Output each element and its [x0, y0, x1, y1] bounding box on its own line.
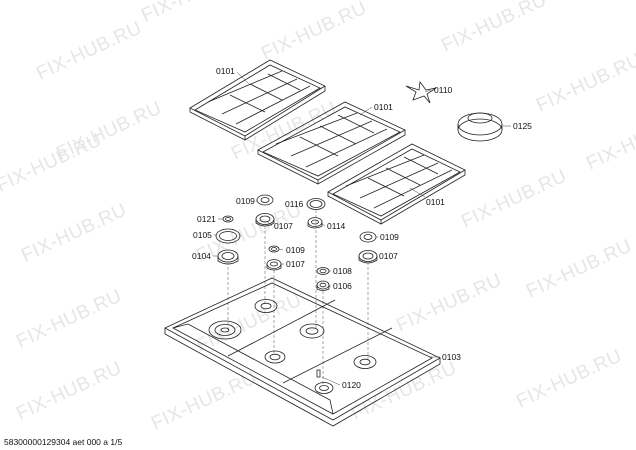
watermark: FIX-HUB.RU	[513, 345, 625, 412]
watermark: FIX-HUB.RU	[393, 269, 505, 336]
watermark: FIX-HUB.RU	[523, 235, 635, 302]
ignition-electrode-0120[interactable]	[316, 369, 321, 378]
watermark: FIX-HUB.RU	[13, 285, 125, 352]
ring-0116[interactable]	[306, 198, 326, 210]
label-cap-0109-a: 0109	[236, 196, 255, 206]
watermark: FIX-HUB.RU	[438, 0, 550, 57]
label-ignition-0120: 0120	[342, 380, 361, 390]
burner-0107-middle[interactable]	[266, 259, 282, 271]
ring-0105[interactable]	[215, 228, 241, 244]
label-hob-tray: 0103	[442, 352, 461, 362]
hob-burner-center	[299, 323, 325, 339]
watermark: FIX-HUB.RU	[138, 0, 250, 27]
hob-burner-front-left	[208, 320, 242, 340]
burner-0107-right[interactable]	[358, 250, 378, 264]
label-burner-0107-b: 0107	[379, 251, 398, 261]
watermark: FIX-HUB.RU	[148, 367, 260, 434]
hob-burner-front-middle	[264, 350, 286, 364]
label-cap-0109-c: 0109	[286, 245, 305, 255]
watermark: FIX-HUB.RU	[258, 0, 370, 65]
label-cap-0105: 0105	[193, 230, 212, 240]
watermark: FIX-HUB.RU	[193, 289, 305, 356]
label-cap-0108: 0108	[333, 266, 352, 276]
label-wok-ring: 0125	[513, 121, 532, 131]
pan-support-right[interactable]	[327, 143, 466, 225]
watermark: FIX-HUB.RU	[33, 17, 145, 84]
label-burner-0107-a: 0107	[274, 221, 293, 231]
label-cap-0109-b: 0109	[380, 232, 399, 242]
label-cap-0116: 0116	[285, 199, 304, 209]
watermark: FIX-HUB.RU	[533, 49, 636, 116]
label-grate-left: 0101	[216, 66, 235, 76]
burner-0106[interactable]	[316, 280, 330, 291]
hob-burner-front-right	[314, 382, 334, 394]
label-burner-0106: 0106	[333, 281, 352, 291]
wok-spider[interactable]	[405, 80, 437, 104]
label-spider: 0110	[434, 85, 453, 95]
watermark: FIX-HUB.RU	[458, 165, 570, 232]
burner-0114[interactable]	[307, 217, 323, 229]
label-burner-0104: 0104	[192, 251, 211, 261]
watermark: FIX-HUB.RU	[18, 199, 130, 266]
pan-support-middle[interactable]	[257, 101, 406, 185]
hob-tray[interactable]	[164, 277, 441, 427]
label-cap-0121: 0121	[197, 214, 216, 224]
pan-support-left[interactable]	[189, 59, 326, 141]
watermark: FIX-HUB.RU	[583, 107, 636, 174]
cap-0109-top[interactable]	[256, 194, 274, 206]
label-grate-right: 0101	[426, 197, 445, 207]
watermark: FIX-HUB.RU	[13, 357, 125, 424]
hob-burner-rear-left	[254, 299, 278, 313]
watermark: FIX-HUB.RU	[228, 97, 340, 164]
watermark-layer: FIX-HUB.RU FIX-HUB.RU FIX-HUB.RU FIX-HUB…	[0, 0, 636, 435]
cap-0121[interactable]	[222, 215, 234, 223]
leader-lines	[213, 71, 511, 386]
watermark: FIX-HUB.RU	[348, 357, 460, 424]
label-grate-middle: 0101	[374, 102, 393, 112]
part-labels: 0101 0101 0101 0110 0125 0109 0116 0121 …	[192, 66, 532, 390]
cap-0109-middle[interactable]	[268, 245, 280, 253]
label-burner-0107-c: 0107	[286, 259, 305, 269]
cap-0108[interactable]	[316, 267, 330, 275]
watermark: FIX-HUB.RU	[0, 129, 105, 196]
hob-burner-right	[353, 355, 377, 369]
label-burner-0114: 0114	[327, 221, 346, 231]
wok-ring[interactable]	[457, 112, 503, 142]
document-footer: 58300000129304 aet 000 a 1/5	[4, 437, 122, 447]
cap-0109-right[interactable]	[359, 231, 377, 243]
